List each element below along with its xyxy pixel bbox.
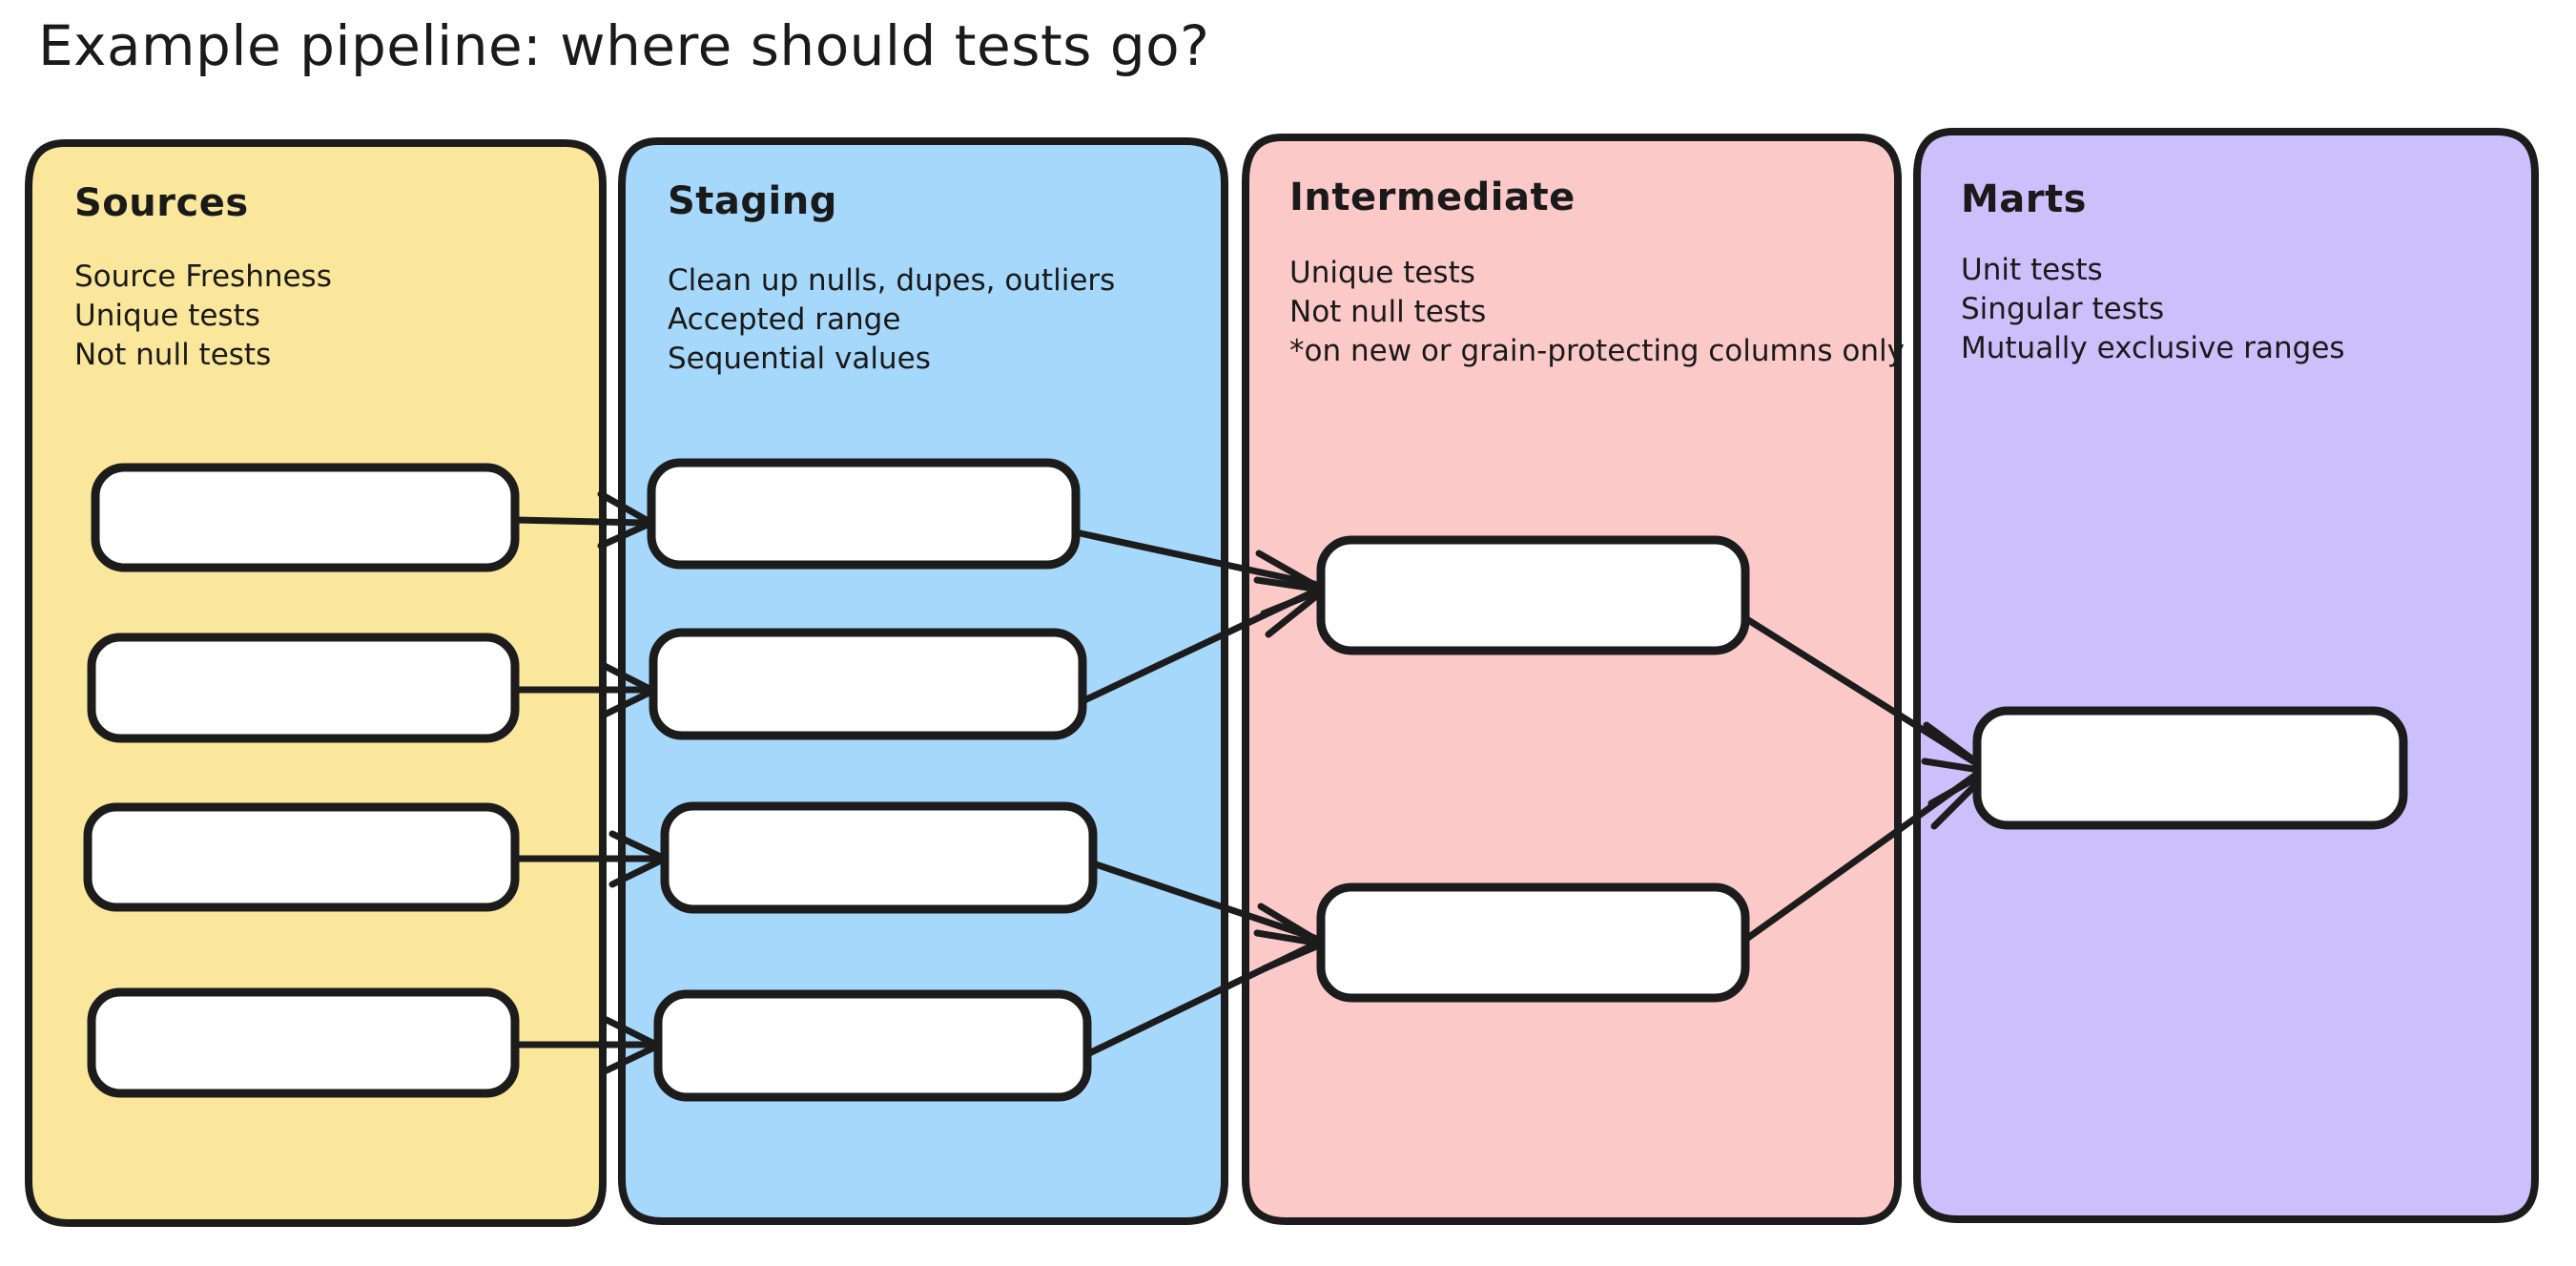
arrowhead-intermediate2-a bbox=[1257, 903, 1325, 946]
panel-staging-line-1: Clean up nulls, dupes, outliers bbox=[668, 263, 1115, 298]
panel-marts-line-2: Singular tests bbox=[1961, 292, 2164, 326]
intermediate-node-2[interactable] bbox=[1316, 882, 1750, 1003]
marts-node-1[interactable] bbox=[1972, 706, 2408, 830]
panel-marts-line-1: Unit tests bbox=[1961, 253, 2103, 287]
arrowhead-intermediate1-c bbox=[1265, 589, 1325, 638]
intermediate-nodes bbox=[1316, 535, 1750, 1003]
panel-staging-title: Staging bbox=[668, 179, 837, 223]
staging-node-4[interactable] bbox=[653, 989, 1092, 1102]
marts-nodes bbox=[1972, 706, 2408, 830]
edge-intermediate1-marts1 bbox=[1741, 614, 1980, 767]
sources-node-4[interactable] bbox=[87, 987, 520, 1098]
panel-marts-title: Marts bbox=[1961, 177, 2087, 221]
panel-sources-line-1: Source Freshness bbox=[74, 259, 332, 294]
sources-node-1[interactable] bbox=[91, 463, 520, 572]
panel-intermediate-title: Intermediate bbox=[1289, 176, 1576, 219]
panel-sources-line-3: Not null tests bbox=[74, 338, 271, 372]
sources-nodes bbox=[83, 463, 520, 1098]
staging-nodes bbox=[647, 458, 1098, 1102]
panel-intermediate-line-1: Unique tests bbox=[1289, 256, 1475, 290]
panel-staging-line-3: Sequential values bbox=[668, 342, 931, 376]
staging-node-3[interactable] bbox=[660, 801, 1098, 914]
page-title: Example pipeline: where should tests go? bbox=[38, 13, 1209, 78]
staging-node-2[interactable] bbox=[649, 628, 1087, 740]
panel-marts-background bbox=[1913, 128, 2539, 1223]
panel-sources-line-2: Unique tests bbox=[74, 299, 260, 333]
arrowhead-intermediate2-c bbox=[1253, 929, 1325, 947]
intermediate-node-1[interactable] bbox=[1316, 535, 1750, 655]
panel-marts-line-3: Mutually exclusive ranges bbox=[1961, 331, 2345, 365]
panel-marts: Marts Unit tests Singular tests Mutually… bbox=[1913, 128, 2539, 1223]
sources-node-2[interactable] bbox=[87, 633, 520, 743]
panel-intermediate-line-2: Not null tests bbox=[1289, 295, 1486, 329]
arrowhead-intermediate1-d bbox=[1253, 576, 1325, 593]
arrowhead-intermediate1-b bbox=[1260, 587, 1325, 617]
panel-staging-line-2: Accepted range bbox=[668, 302, 900, 337]
staging-node-1[interactable] bbox=[647, 458, 1081, 570]
panel-sources-title: Sources bbox=[74, 181, 249, 225]
arrowhead-intermediate2-b bbox=[1261, 941, 1325, 972]
panel-intermediate: Intermediate Unique tests Not null tests… bbox=[1242, 134, 1905, 1225]
edge-staging1-intermediate1 bbox=[1072, 529, 1318, 588]
edge-sources1-staging1 bbox=[512, 516, 649, 527]
edge-staging3-intermediate2 bbox=[1089, 860, 1318, 942]
panel-intermediate-line-3: *on new or grain-protecting columns only bbox=[1289, 334, 1905, 368]
arrowhead-intermediate1-a bbox=[1255, 550, 1325, 592]
sources-node-3[interactable] bbox=[83, 802, 520, 912]
